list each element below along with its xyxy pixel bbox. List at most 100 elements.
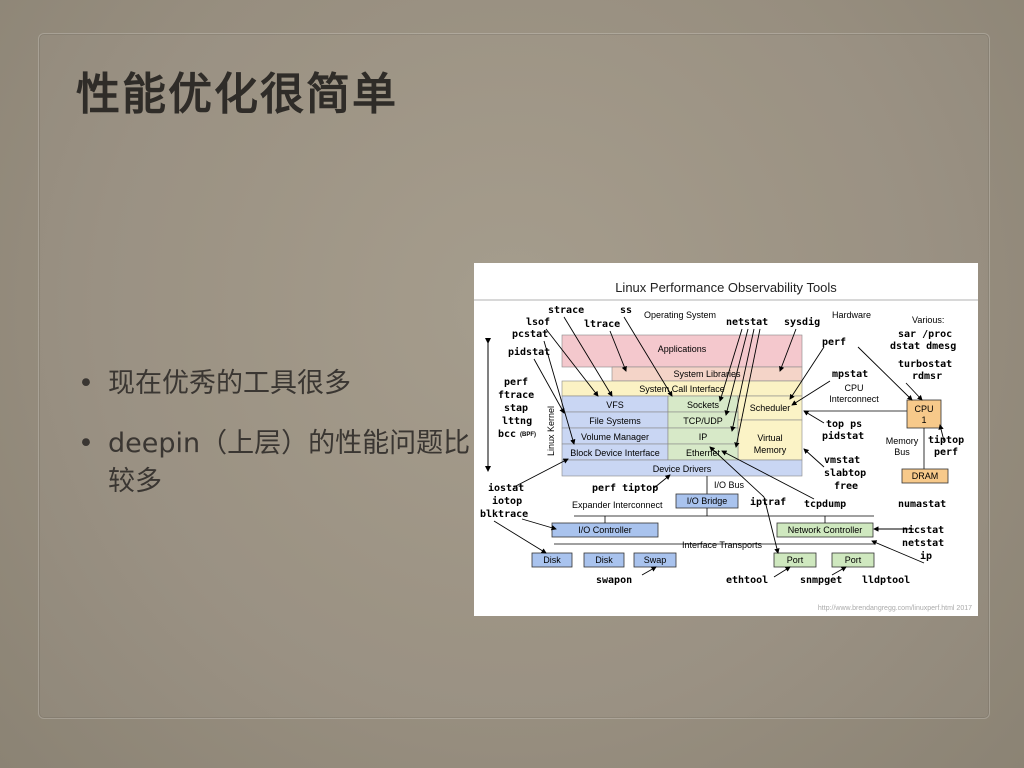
tool-sysdig: sysdig xyxy=(784,316,820,328)
box-cpu-label-1: CPU xyxy=(914,404,933,414)
tool-free: free xyxy=(834,481,858,492)
tool-ss: ss xyxy=(620,305,632,316)
box-dram xyxy=(901,468,949,484)
layer-block-device-label: Block Device Interface xyxy=(570,448,660,458)
layer-vfs-label: VFS xyxy=(606,400,624,410)
layer-ethernet-label: Ethernet xyxy=(686,448,721,458)
tool-ftrace: ftrace xyxy=(498,390,534,401)
tool-blktrace: blktrace xyxy=(480,509,528,520)
label-cpu-interconnect-2: Interconnect xyxy=(829,394,879,404)
tool-mpstat: mpstat xyxy=(832,369,868,380)
box-disk-1-label: Disk xyxy=(543,555,561,565)
slide-title: 性能优化很简单 xyxy=(76,69,398,120)
tool-dstat-dmesg: dstat dmesg xyxy=(890,341,956,352)
tool-lldptool: lldptool xyxy=(862,575,910,586)
tool-lsof: lsof xyxy=(526,317,550,328)
layer-virtual-memory-label-1: Virtual xyxy=(757,433,782,443)
tool-iptraf: iptraf xyxy=(750,496,786,508)
tool-perf-right: perf xyxy=(934,447,958,458)
label-memory-bus-2: Bus xyxy=(894,447,910,457)
layer-volume-manager-label: Volume Manager xyxy=(581,432,649,442)
diagram-title: Linux Performance Observability Tools xyxy=(615,280,837,295)
box-port-1 xyxy=(773,552,817,568)
tool-swapon: swapon xyxy=(596,575,632,586)
tool-ltrace: ltrace xyxy=(584,319,620,330)
tool-slabtop: slabtop xyxy=(824,468,866,479)
layer-tcp-udp-label: TCP/UDP xyxy=(683,416,723,426)
layer-device-drivers xyxy=(561,459,803,477)
tool-perf-tiptop: perf tiptop xyxy=(592,482,658,494)
tool-vmstat: vmstat xyxy=(824,455,860,466)
tool-netstat: netstat xyxy=(726,317,768,328)
label-io-bus: I/O Bus xyxy=(714,480,745,490)
tool-ip: ip xyxy=(920,550,932,562)
bullet-item: • deepin（上层）的性能问题比较多 xyxy=(78,425,478,501)
tool-iotop: iotop xyxy=(492,495,522,507)
layer-syscall-label: System Call Interface xyxy=(639,384,725,394)
layer-ip-label: IP xyxy=(699,432,708,442)
tool-bcc: bcc xyxy=(498,429,516,440)
box-cpu xyxy=(906,399,942,429)
bullet-text: deepin（上层）的性能问题比较多 xyxy=(108,428,471,497)
tool-pidstat-left: pidstat xyxy=(508,346,550,358)
layer-scheduler xyxy=(737,395,803,421)
bullet-dot-icon: • xyxy=(78,368,94,399)
layer-sockets-label: Sockets xyxy=(687,400,720,410)
label-linux-kernel: Linux Kernel xyxy=(546,406,556,456)
tool-lttng: lttng xyxy=(502,416,532,427)
tool-snmpget: snmpget xyxy=(800,575,842,586)
tool-stap: stap xyxy=(504,403,528,414)
layer-system-libraries-label: System Libraries xyxy=(673,369,741,379)
box-swap-label: Swap xyxy=(644,555,667,565)
diagram-footer: http://www.brendangregg.com/linuxperf.ht… xyxy=(818,605,972,612)
tool-strace: strace xyxy=(548,305,584,316)
tool-rdmsr: rdmsr xyxy=(912,371,942,382)
layer-virtual-memory xyxy=(737,419,803,461)
layer-device-drivers-label: Device Drivers xyxy=(653,464,712,474)
tool-turbostat: turbostat xyxy=(898,359,952,370)
bullet-dot-icon: • xyxy=(78,428,94,459)
label-various: Various: xyxy=(912,315,944,325)
tool-bcc-bpf: (BPF) xyxy=(520,432,536,438)
tool-perf-left: perf xyxy=(504,377,528,388)
layer-applications-label: Applications xyxy=(658,344,707,354)
layer-file-systems-label: File Systems xyxy=(589,416,641,426)
label-interface-transports: Interface Transports xyxy=(682,540,763,550)
label-memory-bus-1: Memory xyxy=(886,436,919,446)
tool-tcpdump: tcpdump xyxy=(804,499,846,510)
layer-scheduler-label: Scheduler xyxy=(750,403,791,413)
tool-perf-top: perf xyxy=(822,337,846,348)
box-cpu-label-2: 1 xyxy=(921,415,926,425)
box-io-controller-label: I/O Controller xyxy=(578,525,632,535)
tool-ethtool: ethtool xyxy=(726,575,768,586)
tool-nicstat: nicstat xyxy=(902,524,944,536)
label-hardware: Hardware xyxy=(832,310,871,320)
box-disk-2-label: Disk xyxy=(595,555,613,565)
bullet-text: 现在优秀的工具很多 xyxy=(108,368,351,399)
tool-iostat: iostat xyxy=(488,482,524,494)
box-io-bridge-label: I/O Bridge xyxy=(687,496,728,506)
linux-perf-diagram: Linux Performance Observability Tools Op… xyxy=(474,263,978,616)
box-network-controller-label: Network Controller xyxy=(788,525,863,535)
tool-pcstat: pcstat xyxy=(512,329,548,340)
slide-frame xyxy=(38,33,990,719)
box-dram-label: DRAM xyxy=(912,471,939,481)
tool-numastat: numastat xyxy=(898,499,946,510)
box-port-1-label: Port xyxy=(787,555,804,565)
layer-applications xyxy=(561,334,803,368)
label-expander-interconnect: Expander Interconnect xyxy=(572,500,663,510)
bullet-list: • 现在优秀的工具很多 • deepin（上层）的性能问题比较多 xyxy=(78,365,478,523)
tool-sar-proc: sar /proc xyxy=(898,329,952,340)
box-port-2 xyxy=(831,552,875,568)
bullet-item: • 现在优秀的工具很多 xyxy=(78,365,478,403)
box-disk-2 xyxy=(583,552,625,568)
box-disk-1 xyxy=(531,552,573,568)
tool-pidstat-right: pidstat xyxy=(822,430,864,442)
layer-virtual-memory-label-2: Memory xyxy=(754,445,787,455)
label-cpu-interconnect-1: CPU xyxy=(844,383,863,393)
tool-top-ps: top ps xyxy=(826,419,862,430)
label-operating-system: Operating System xyxy=(644,310,716,320)
box-port-2-label: Port xyxy=(845,555,862,565)
tool-tiptop: tiptop xyxy=(928,434,964,446)
